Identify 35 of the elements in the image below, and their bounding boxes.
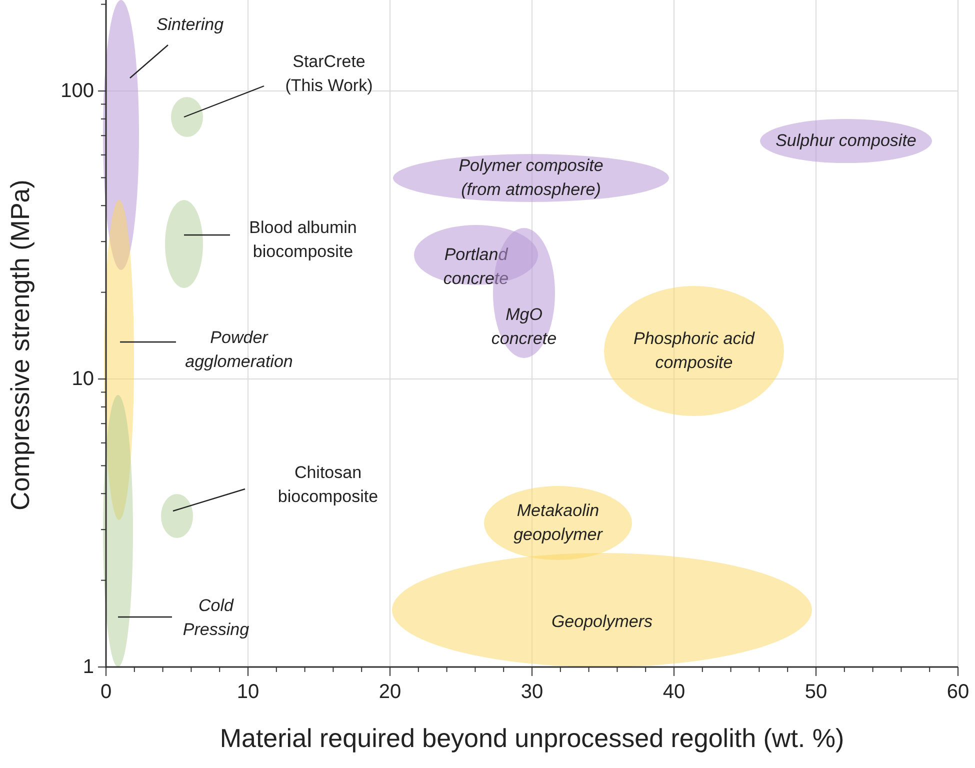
region-ellipse — [171, 97, 203, 137]
region-label: Polymer composite (from atmosphere) — [458, 155, 604, 201]
tick-label: 0 — [99, 680, 113, 704]
region-label: Phosphoric acid composite — [632, 328, 756, 374]
region-label: MgO concrete — [490, 304, 558, 350]
region-label: Metakaolin geopolymer — [512, 500, 604, 546]
region-ellipse — [161, 494, 193, 538]
leader-line — [172, 488, 246, 512]
callout-label: Powder agglomeration — [184, 327, 294, 373]
region-label: Sulphur composite — [774, 130, 918, 152]
callout-label: Cold Pressing — [182, 595, 250, 641]
region-label: Geopolymers — [550, 611, 654, 633]
tick-label: 60 — [946, 680, 970, 704]
leader-line — [184, 234, 230, 236]
tick-label: 40 — [662, 680, 686, 704]
leader-line — [118, 616, 172, 618]
tick-label: 10 — [70, 367, 94, 391]
callout-label: Chitosan biocomposite — [276, 462, 380, 508]
tick-label: 50 — [804, 680, 828, 704]
region-ellipse — [393, 154, 669, 202]
region-ellipse — [103, 395, 133, 667]
callout-label: Sintering — [156, 14, 224, 36]
leader-line — [184, 85, 264, 118]
axis-title: Compressive strength (MPa) — [5, 180, 35, 510]
leader-line — [130, 44, 168, 78]
region-label: Portland concrete — [442, 244, 510, 290]
tick-label: 20 — [378, 680, 402, 704]
axis-title: Material required beyond unprocessed regolith (wt. %) — [220, 722, 844, 754]
tick-label: 10 — [236, 680, 260, 704]
callout-label: Blood albumin biocomposite — [248, 217, 358, 263]
tick-label: 30 — [520, 680, 544, 704]
leader-line — [120, 341, 176, 343]
callout-label: StarCrete (This Work) — [284, 51, 374, 97]
tick-label: 100 — [60, 79, 94, 103]
tick-label: 1 — [82, 655, 94, 679]
